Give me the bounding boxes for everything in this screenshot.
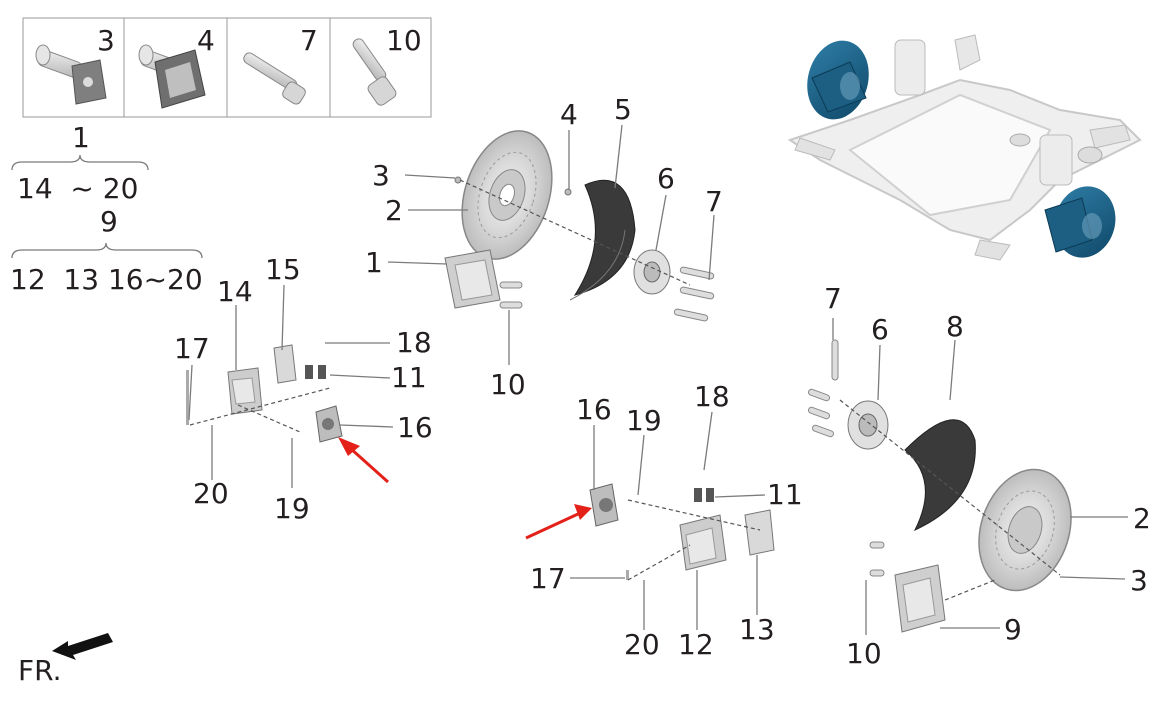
front-direction-arrow-icon [52,633,113,660]
legend-num-10: 10 [386,24,422,57]
callout-a-11: 11 [391,361,427,394]
subframe-overview [787,34,1142,261]
group-1-label: 1 [72,121,90,154]
callout-b-18: 18 [694,380,730,413]
callout-b-17: 17 [530,562,566,595]
legend-num-7: 7 [300,24,318,57]
callout-b-19: 19 [626,404,662,437]
callout-r-9: 9 [1004,613,1022,646]
callout-a-20: 20 [193,477,229,510]
callout-top-6: 6 [657,162,675,195]
hex-socket-bolt-icon [352,38,397,106]
callout-r-3: 3 [1130,564,1148,597]
callout-r-10: 10 [846,637,882,670]
callout-top-1: 1 [365,246,383,279]
callout-top-2: 2 [385,194,403,227]
callout-r-2: 2 [1133,502,1151,535]
callout-top-5: 5 [614,93,632,126]
indicator-arrow-1 [338,437,390,484]
callout-a-19: 19 [274,492,310,525]
callout-b-11: 11 [767,478,803,511]
group-9-range: 12 13 16~20 [10,263,203,296]
callout-a-15: 15 [265,253,301,286]
callout-r-6: 6 [871,313,889,346]
callout-a-18: 18 [396,326,432,359]
front-assembly-top [444,130,715,322]
cap-screw-icon [243,52,306,105]
callout-top-4: 4 [560,98,578,131]
highlighted-brake-left [807,40,869,120]
callout-b-16: 16 [576,393,612,426]
group-9-label: 9 [100,205,118,238]
legend-table [11,17,432,259]
callout-r-8: 8 [946,310,964,343]
callout-a-16: 16 [397,411,433,444]
callout-b-13: 13 [739,613,775,646]
highlighted-brake-right [1044,186,1116,258]
caliper-exploded-left [186,344,343,443]
indicator-arrow-2 [525,504,592,540]
callout-a-17: 17 [174,332,210,365]
callout-a-14: 14 [217,275,253,308]
callout-top-7: 7 [705,185,723,218]
front-direction-label: FR. [18,654,62,687]
rear-assembly-right [807,339,1072,633]
callout-b-12: 12 [678,628,714,661]
legend-num-4: 4 [197,24,215,57]
bolt-washer-icon [35,44,107,105]
caliper-exploded-center [589,483,775,581]
leader-lines [188,124,1128,635]
legend-num-3: 3 [97,24,115,57]
callout-r-7: 7 [824,282,842,315]
bolt-plate-icon [138,44,206,109]
group-1-range: 14 ~ 20 [17,172,139,205]
callout-top-3: 3 [372,159,390,192]
callout-b-20: 20 [624,628,660,661]
callout-top-10: 10 [490,368,526,401]
